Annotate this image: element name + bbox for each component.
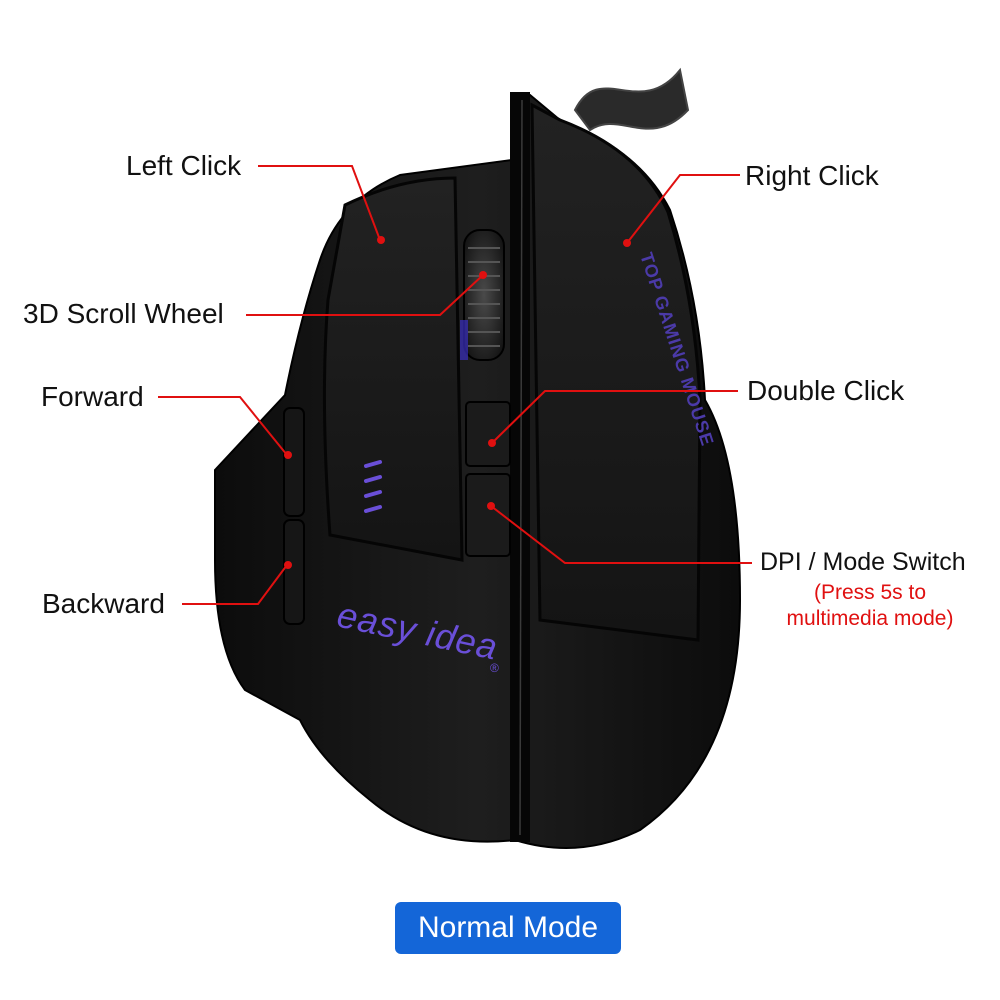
center-spine xyxy=(510,92,530,842)
label-dpi-switch: DPI / Mode Switch xyxy=(760,548,966,576)
callout-dot-forward xyxy=(284,451,292,459)
forward-button xyxy=(283,407,305,517)
label-backward: Backward xyxy=(42,588,165,619)
label-double-click: Double Click xyxy=(747,375,905,406)
label-forward: Forward xyxy=(41,381,144,412)
mode-badge: Normal Mode xyxy=(395,902,621,954)
left-button xyxy=(322,176,464,562)
callout-dot-double-click xyxy=(488,439,496,447)
callout-dot-left-click xyxy=(377,236,385,244)
label-right-click: Right Click xyxy=(745,160,879,191)
label-scroll-wheel: 3D Scroll Wheel xyxy=(23,298,224,329)
callout-dot-scroll xyxy=(479,271,487,279)
label-dpi-note: (Press 5s to multimedia mode) xyxy=(786,581,954,631)
label-left-click: Left Click xyxy=(126,150,242,181)
callouts xyxy=(158,165,752,605)
registered-mark: ® xyxy=(490,661,499,675)
callout-dot-right-click xyxy=(623,239,631,247)
cable xyxy=(573,67,690,132)
double-click-button xyxy=(465,401,511,467)
dpi-button xyxy=(465,473,511,557)
right-button xyxy=(530,102,702,642)
callout-dot-backward xyxy=(284,561,292,569)
scroll-wheel xyxy=(463,229,505,361)
callout-dot-dpi xyxy=(487,502,495,510)
backward-button xyxy=(283,519,305,625)
led-indicator xyxy=(364,460,382,513)
